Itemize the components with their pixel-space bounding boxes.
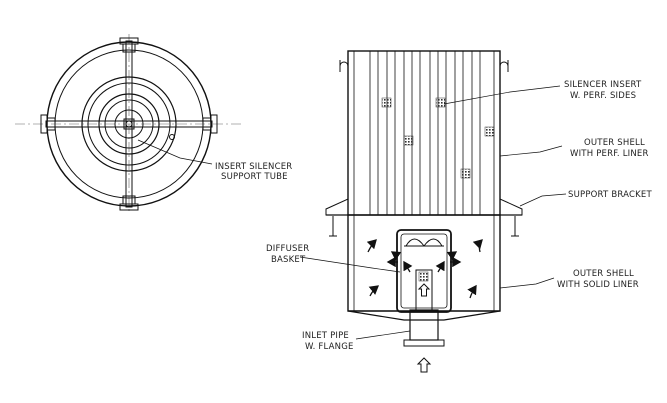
support-bracket-right [499,198,523,237]
left-perf-liner [347,50,355,216]
upper-shell [347,50,501,216]
section-view: SILENCER INSERT W. PERF. SIDES OUTER SHE… [266,50,652,373]
leader-silencer-insert [443,85,561,105]
silencer-insert-label-1: SILENCER INSERT [564,80,642,90]
horizontal-brace [45,120,213,128]
brace-hub [123,118,135,130]
bracket-right [202,114,218,134]
leader-outer-shell-solid [499,277,555,289]
inlet-arrows [416,283,432,373]
diffuser-basket [396,229,452,313]
diffuser-label-2: BASKET [271,255,306,265]
right-solid-liner [493,214,501,312]
insert-silencer-label-2: SUPPORT TUBE [221,172,288,182]
support-tube-ring [114,109,144,139]
outer-shell-solid-label-1: OUTER SHELL [573,269,634,279]
inner-ring-outer [98,93,160,155]
middle-ring-inner [87,82,171,166]
leader-inlet [355,330,411,340]
support-tube-leader [137,139,213,165]
inlet-arrow-upper [417,283,431,297]
outer-shell-perf-label-1: OUTER SHELL [584,138,645,148]
outer-shell-perf-label-2: WITH PERF. LINER [570,149,649,159]
leader-outer-shell-perf [499,145,563,157]
diffuser-label-1: DIFFUSER [266,244,309,254]
side-port [169,134,175,140]
top-lug-right-arc [499,61,509,67]
support-bracket-left [325,198,349,237]
inlet-pipe [403,309,445,347]
top-lug-left-arc [339,61,349,67]
right-perf-liner [493,50,501,216]
bracket-left [40,114,56,134]
bracket-top [119,37,139,53]
outer-shell-solid-label-2: WITH SOLID LINER [557,280,639,290]
silencer-insert-slats [369,50,481,216]
perforation-patches [381,97,495,179]
insert-silencer-label-1: INSERT SILENCER [215,162,292,172]
leader-lines [299,85,567,340]
support-bracket-label: SUPPORT BRACKET [568,190,652,200]
middle-ring-outer [81,76,177,172]
inlet-label-1: INLET PIPE [302,331,349,341]
plan-view: INSERT SILENCER SUPPORT TUBE [15,34,292,212]
inlet-label-2: W. FLANGE [305,342,354,352]
leader-support-bracket [519,193,567,207]
silencer-insert-label-2: W. PERF. SIDES [570,91,636,101]
flow-arrows [366,239,483,299]
vertical-brace [125,40,133,208]
bracket-bottom [119,195,139,211]
inner-ring-inner [104,99,154,149]
left-solid-liner [347,214,355,312]
leader-diffuser [299,256,401,273]
inlet-arrow-lower [416,357,432,373]
